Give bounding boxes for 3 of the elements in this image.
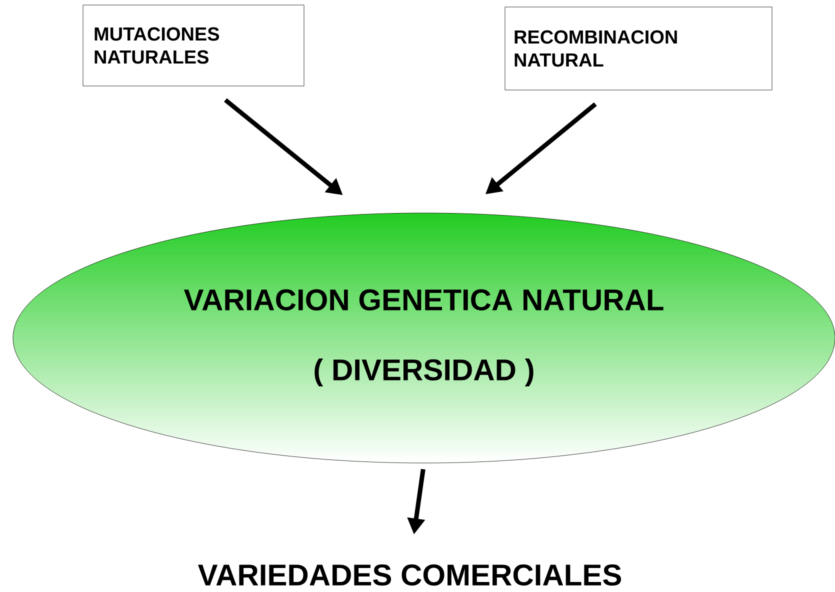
text-box: RECOMBINACION NATURAL bbox=[504, 6, 772, 90]
text-box: MUTACIONES NATURALES bbox=[82, 4, 304, 86]
result-label: VARIEDADES COMERCIALES bbox=[198, 564, 622, 586]
